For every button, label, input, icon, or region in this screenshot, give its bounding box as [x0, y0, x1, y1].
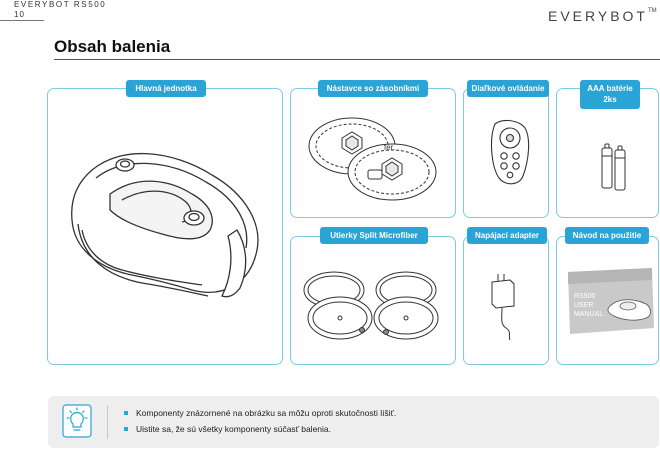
note-item: Uistite sa, že sú všetky komponenty súča… [124, 424, 396, 440]
lightbulb-icon [62, 404, 92, 438]
label-main-unit: Hlavná jednotka [126, 80, 206, 97]
manual-cover-line-2: USER [574, 302, 593, 309]
microfiber-cloths-illustration [303, 271, 439, 340]
note-separator [107, 405, 108, 439]
fer-label: fer. [384, 143, 395, 152]
title-rule [54, 59, 660, 60]
power-adapter-illustration [491, 274, 515, 341]
model-name: EVERYBOT RS500 [14, 0, 107, 9]
label-user-manual: Návod na použitie [565, 227, 649, 244]
manual-cover-line-3: MANUAL [574, 311, 603, 318]
label-pads-with-tanks: Nástavce so zásobníkmi [318, 80, 428, 97]
main-unit-illustration [71, 153, 259, 298]
trademark-mark: TM [648, 8, 657, 14]
remote-control-illustration [490, 119, 530, 185]
note-list: Komponenty znázornené na obrázku sa môžu… [124, 408, 396, 440]
page-title: Obsah balenia [54, 37, 171, 56]
note-item: Komponenty znázornené na obrázku sa môžu… [124, 408, 396, 424]
label-aaa-batteries: AAA batérie 2ks [580, 80, 640, 109]
label-microfiber-cloths: Utierky Split Microfiber [320, 227, 428, 244]
brand-name: EVERYBOT [548, 8, 648, 24]
page-number: 10 [14, 10, 25, 19]
label-power-adapter: Napájací adapter [467, 227, 547, 244]
manual-cover-line-1: RS500 [574, 293, 596, 300]
brand-logo: EVERYBOTTM [548, 8, 657, 24]
batteries-illustration [601, 143, 626, 191]
pads-with-tanks-illustration: fer. [308, 117, 437, 201]
user-manual-illustration: RS500 USER MANUAL [568, 268, 654, 334]
label-remote-control: Diaľkové ovládanie [467, 80, 549, 97]
header-rule [0, 20, 44, 21]
note-box [48, 396, 659, 448]
